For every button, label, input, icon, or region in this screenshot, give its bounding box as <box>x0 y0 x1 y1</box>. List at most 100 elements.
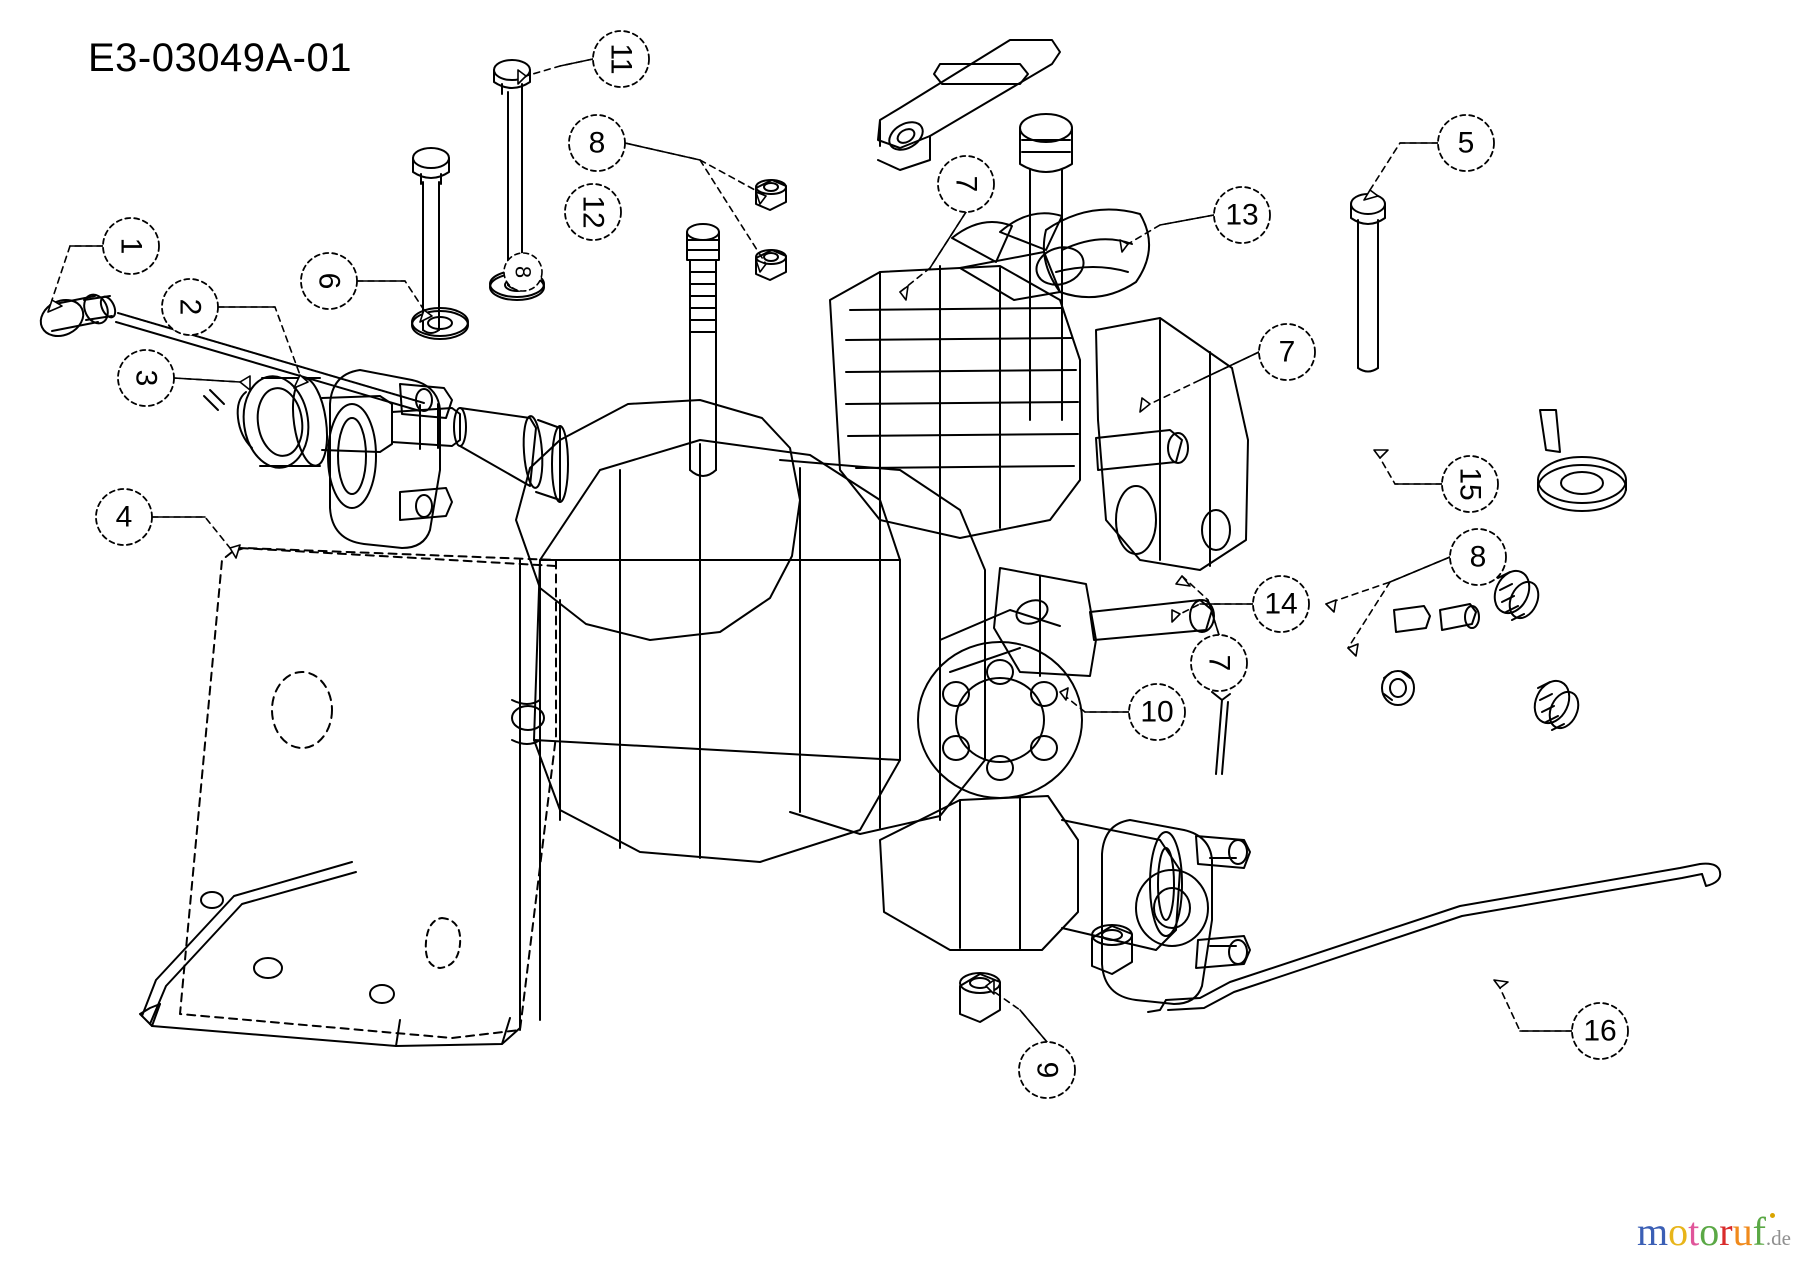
part-knurled-nut-8a <box>1493 569 1540 621</box>
callout-circle <box>564 183 622 241</box>
watermark-letter-3: o <box>1699 1209 1720 1254</box>
callout-circle <box>117 349 175 407</box>
part-knurled-nut-8b <box>1533 679 1580 731</box>
callout-8[interactable]: 8 <box>1449 528 1507 586</box>
callout-12[interactable]: 12 <box>564 183 622 241</box>
callout-circle <box>1258 323 1316 381</box>
watermark-letter-4: r <box>1719 1209 1733 1254</box>
callout-label: 16 <box>1583 1015 1616 1048</box>
callout-label: 1 <box>115 238 148 255</box>
part-pin-7c <box>1439 603 1480 631</box>
watermark-suffix: .de <box>1765 1226 1791 1250</box>
watermark-letter-5: u <box>1732 1209 1753 1254</box>
page-title: E3-03049A-01 <box>88 36 352 80</box>
part-washer-12b <box>411 307 469 340</box>
callout-14[interactable]: 14 <box>1252 575 1310 633</box>
right-hardware-group <box>1211 193 1627 775</box>
left-axle-group <box>39 293 569 549</box>
callout-label: 6 <box>313 273 346 290</box>
callout-label: 3 <box>130 370 163 387</box>
right-axle-group <box>879 795 1251 1023</box>
hub-flange-right <box>1101 819 1251 1005</box>
callout-label: 7 <box>1203 655 1236 672</box>
callout-label: 7 <box>1279 336 1296 369</box>
part-nut-8b <box>755 249 787 281</box>
callout-9[interactable]: 9 <box>1018 1041 1076 1099</box>
guard-plate-4 <box>139 547 557 1047</box>
part-cooling-fan <box>951 208 1151 301</box>
part-nut-9 <box>1091 924 1133 975</box>
part-long-rod-16 <box>1147 862 1722 1013</box>
callout-circle <box>1018 1041 1076 1099</box>
callout-circle <box>1213 186 1271 244</box>
watermark-letter-1: o <box>1668 1209 1689 1254</box>
callout-3[interactable]: 3 <box>117 349 175 407</box>
callout-leaders <box>47 58 1573 1043</box>
callout-16[interactable]: 16 <box>1571 1002 1629 1060</box>
callout-8[interactable]: 8 <box>568 114 626 172</box>
callout-label: 5 <box>1458 127 1475 160</box>
callout-label: 8 <box>511 266 536 278</box>
callout-label: 14 <box>1264 588 1297 621</box>
callout-2[interactable]: 2 <box>161 278 219 336</box>
callout-4[interactable]: 4 <box>95 488 153 546</box>
part-nut-8a <box>755 179 787 211</box>
part-washer-15 <box>1537 456 1627 512</box>
callout-10[interactable]: 10 <box>1128 683 1186 741</box>
callout-5[interactable]: 5 <box>1437 114 1495 172</box>
watermark-letter-6: f <box>1752 1209 1766 1254</box>
part-seal-2 <box>236 375 328 469</box>
transaxle-housing <box>515 208 1249 863</box>
callout-circle <box>592 30 650 88</box>
callout-6[interactable]: 6 <box>300 252 358 310</box>
callout-8-small[interactable]: 8 <box>503 252 543 292</box>
watermark-letter-2: t <box>1688 1209 1700 1254</box>
callout-circle <box>1441 455 1499 513</box>
part-cotter-pin-10 <box>1211 691 1231 775</box>
callout-7[interactable]: 7 <box>1190 634 1248 692</box>
callout-7[interactable]: 7 <box>937 155 995 213</box>
callout-label: 2 <box>174 299 207 316</box>
axle-shaft-left <box>321 395 569 503</box>
callout-label: 11 <box>605 43 638 74</box>
part-flange-pad <box>1393 605 1431 633</box>
callout-circle <box>1449 528 1507 586</box>
callout-circle <box>161 278 219 336</box>
part-lever-arm <box>877 39 1061 171</box>
callout-circle <box>1252 575 1310 633</box>
callout-circle <box>95 488 153 546</box>
callout-11[interactable]: 11 <box>592 30 650 88</box>
part-bolt-12-long <box>412 147 450 334</box>
callout-circle <box>1571 1002 1629 1060</box>
callout-13[interactable]: 13 <box>1213 186 1271 244</box>
callout-circle <box>503 252 543 292</box>
callout-7[interactable]: 7 <box>1258 323 1316 381</box>
watermark-letter-0: m <box>1637 1209 1669 1254</box>
callout-circle <box>568 114 626 172</box>
part-splined-shaft <box>686 223 720 477</box>
callout-circle <box>1190 634 1248 692</box>
part-bolt-5 <box>1350 193 1386 373</box>
part-bracket-7b <box>1539 409 1561 453</box>
callout-circle <box>1128 683 1186 741</box>
callout-1[interactable]: 1 <box>102 217 160 275</box>
callout-label: 12 <box>577 195 610 228</box>
watermark-dot <box>1770 1213 1775 1218</box>
callout-label: 4 <box>116 501 133 534</box>
callout-label: 9 <box>1031 1062 1064 1079</box>
callout-circle <box>937 155 995 213</box>
part-nut-14 <box>1381 670 1415 706</box>
callout-label: 10 <box>1140 696 1173 729</box>
callout-circle <box>1437 114 1495 172</box>
watermark-motoruf: motoruf.de <box>1637 1212 1791 1258</box>
callout-label: 8 <box>1470 541 1487 574</box>
callout-circle <box>300 252 358 310</box>
callout-label: 8 <box>589 127 606 160</box>
callout-15[interactable]: 15 <box>1441 455 1499 513</box>
hub-flange-left <box>327 369 453 549</box>
callout-circle <box>102 217 160 275</box>
part-port-plate <box>917 641 1083 799</box>
